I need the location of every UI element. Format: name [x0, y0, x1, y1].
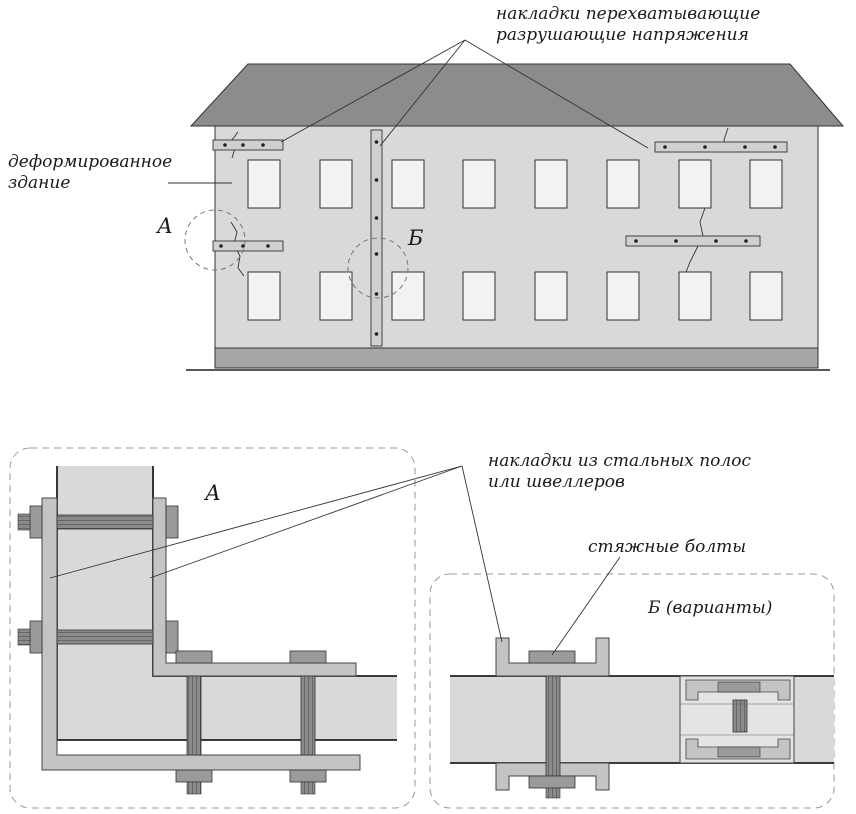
steel-angle-inner: [152, 497, 357, 677]
strap-bolt: [374, 216, 379, 220]
building: [184, 63, 845, 371]
strap-bolt: [241, 244, 245, 248]
leader-lines-top: [280, 39, 649, 149]
bolt-b1-shank: [545, 675, 561, 777]
steel-angle-outer: [41, 497, 361, 771]
window: [462, 271, 496, 321]
strap-bolt: [374, 332, 379, 336]
label-straps-bottom-2: или швеллеров: [488, 472, 625, 492]
strap-bolt: [374, 252, 379, 256]
window: [606, 159, 640, 209]
window: [678, 271, 712, 321]
channel-bottom: [495, 762, 610, 791]
window: [749, 271, 783, 321]
inset-nut-lower: [717, 746, 761, 758]
strap-bolt: [374, 140, 379, 144]
label-straps-bottom-1: накладки из стальных полос: [488, 451, 751, 471]
label-straps-top-1: накладки перехватывающие: [496, 4, 760, 24]
detail-a-marker-circle: [184, 209, 246, 271]
detail-b-marker-circle: [347, 237, 409, 299]
detail-b-title: Б (варианты): [647, 598, 772, 618]
roof: [189, 63, 845, 127]
strap-bolt: [266, 244, 270, 248]
bolt-b1-nut-bottom: [528, 775, 576, 789]
wall-horizontal: [57, 676, 397, 740]
inset-nut-upper: [717, 681, 761, 693]
label-building-1: деформированное: [8, 152, 172, 172]
strap-bolt: [663, 145, 667, 149]
strap-bolt: [714, 239, 718, 243]
inset-bolt-shank: [732, 699, 748, 733]
bolt-b1-end: [545, 787, 561, 799]
bolt-a3-end: [186, 781, 202, 795]
window: [749, 159, 783, 209]
bolt-a3-nut-bottom: [175, 769, 213, 783]
leader-lines-bottom: [49, 465, 503, 643]
window: [247, 271, 281, 321]
strap: [654, 141, 788, 153]
bolt-a2-shank: [56, 629, 154, 645]
window: [319, 271, 353, 321]
leader-bolts: [551, 556, 621, 656]
bolt-a3-shank: [186, 675, 202, 756]
strap: [212, 240, 284, 252]
bolt-a1-end-left: [17, 513, 31, 531]
strap-bolt: [743, 145, 747, 149]
strap-bolt: [241, 143, 245, 147]
bolt-a4-shank: [300, 675, 316, 756]
window: [319, 159, 353, 209]
strap: [625, 235, 761, 247]
bolt-a4-nut-bottom: [289, 769, 327, 783]
building-plinth: [214, 347, 819, 369]
strap: [212, 139, 284, 151]
label-building-2: здание: [8, 173, 70, 193]
detail-b: [450, 637, 834, 799]
bolt-a1-shank: [56, 514, 154, 530]
strap-bolt: [374, 178, 379, 182]
bolt-a4-end: [300, 781, 316, 795]
marker-b: Б: [407, 226, 423, 250]
strap-bolt: [674, 239, 678, 243]
window: [534, 271, 568, 321]
window: [391, 271, 425, 321]
strap-bolt: [773, 145, 777, 149]
windows: [247, 159, 783, 321]
label-straps-top-2: разрушающие напряжения: [496, 25, 749, 45]
strap-bolt: [261, 143, 265, 147]
window: [534, 159, 568, 209]
strap-bolt: [223, 143, 227, 147]
bolt-a3-nut-top: [175, 650, 213, 664]
window: [678, 159, 712, 209]
strap-bolt: [219, 244, 223, 248]
bolt-a1-nut-left: [29, 505, 43, 539]
bolt-a2-nut-right: [165, 620, 179, 654]
detail-a-title: А: [203, 481, 221, 505]
strap-bolt: [634, 239, 638, 243]
channel-top: [495, 637, 610, 677]
detail-a: [17, 466, 397, 795]
window: [606, 271, 640, 321]
bolt-a4-nut-top: [289, 650, 327, 664]
marker-a: А: [155, 214, 173, 238]
bolt-a2-end-left: [17, 628, 31, 646]
label-bolts: стяжные болты: [588, 537, 746, 557]
strap-bolt: [374, 292, 379, 296]
strap-bolt: [703, 145, 707, 149]
bolt-a1-nut-right: [165, 505, 179, 539]
window: [247, 159, 281, 209]
window: [391, 159, 425, 209]
detail-a-frame: [9, 447, 416, 809]
strap-bolt: [744, 239, 748, 243]
bolt-b1-nut-top: [528, 650, 576, 664]
bolt-a2-nut-left: [29, 620, 43, 654]
window: [462, 159, 496, 209]
